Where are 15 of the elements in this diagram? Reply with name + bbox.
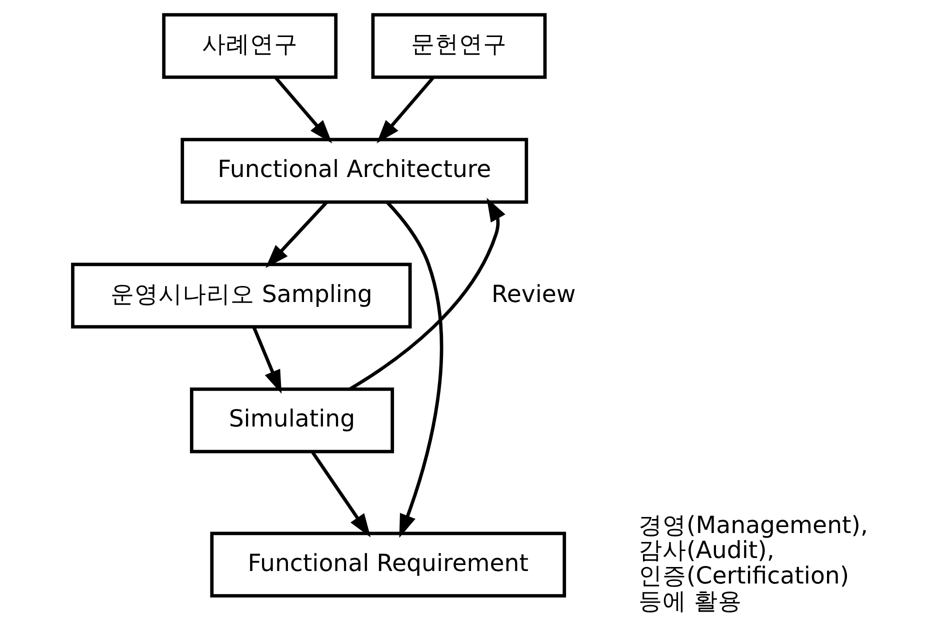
node-box: Functional Requirement <box>210 532 566 598</box>
edge-label: Review <box>492 280 576 308</box>
arrow <box>376 76 434 144</box>
arrow <box>349 198 506 390</box>
arrow <box>386 201 444 538</box>
arrow <box>274 76 332 144</box>
arrow <box>266 201 328 268</box>
arrow <box>311 451 371 538</box>
node-box: 사례연구 <box>162 13 338 79</box>
node-box: 운영시나리오 Sampling <box>71 262 412 328</box>
node-box: Functional Architecture <box>180 138 528 204</box>
node-label: 경영(Management), 감사(Audit), 인증(Certification) 등에 활용 <box>638 510 868 615</box>
node-box: Simulating <box>190 388 394 454</box>
arrow <box>252 326 282 394</box>
node-box: 문헌연구 <box>371 13 547 79</box>
